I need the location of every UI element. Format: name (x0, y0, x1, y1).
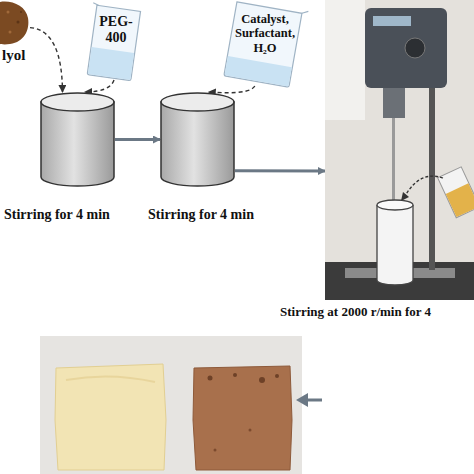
mixing-cup-shape (40, 92, 115, 187)
mixing-cup-shape (160, 92, 235, 187)
polyol-powder-shape (0, 0, 30, 46)
foam-pore (275, 374, 279, 378)
step-label: lyol (2, 47, 50, 64)
dashed-feed-arrow (30, 28, 63, 92)
step-label: Stirring at 2000 r/min for 4 (280, 305, 472, 320)
foam-pore (214, 449, 217, 452)
mixing-cup: Stirring for 4 min (0, 92, 140, 227)
foam-texture (66, 376, 155, 382)
arrow-head (296, 393, 308, 407)
step-label: PEG-400 (94, 14, 138, 46)
step-label: Stirring for 4 min (4, 207, 136, 223)
mixing-cup: Stirring for 4 min (140, 92, 262, 227)
stirrer-photo-shape (325, 0, 474, 300)
foam-pore (259, 377, 265, 383)
foam-pore (233, 373, 237, 377)
foam-pore (249, 429, 252, 432)
flow-arrow (235, 169, 325, 172)
foam-pore (208, 376, 213, 381)
flow-arrow (306, 399, 322, 402)
flow-arrow (115, 138, 160, 141)
stirrer-photo: Stirring at 2000 r/min for 4 (262, 0, 474, 330)
dashed-feed-arrow (209, 86, 255, 93)
photo-ground (40, 336, 302, 474)
dashed-feed-arrow (85, 80, 114, 92)
beaker: PEG-400 (82, 2, 146, 80)
dark-foam (193, 366, 292, 470)
step-label: Catalyst, Surfactant, H₂O (230, 12, 300, 55)
step-label: Stirring for 4 min (140, 207, 262, 223)
beaker: Catalyst, Surfactant, H₂O (222, 2, 304, 86)
light-foam (55, 364, 166, 470)
polyol-powder: lyol (0, 0, 52, 68)
